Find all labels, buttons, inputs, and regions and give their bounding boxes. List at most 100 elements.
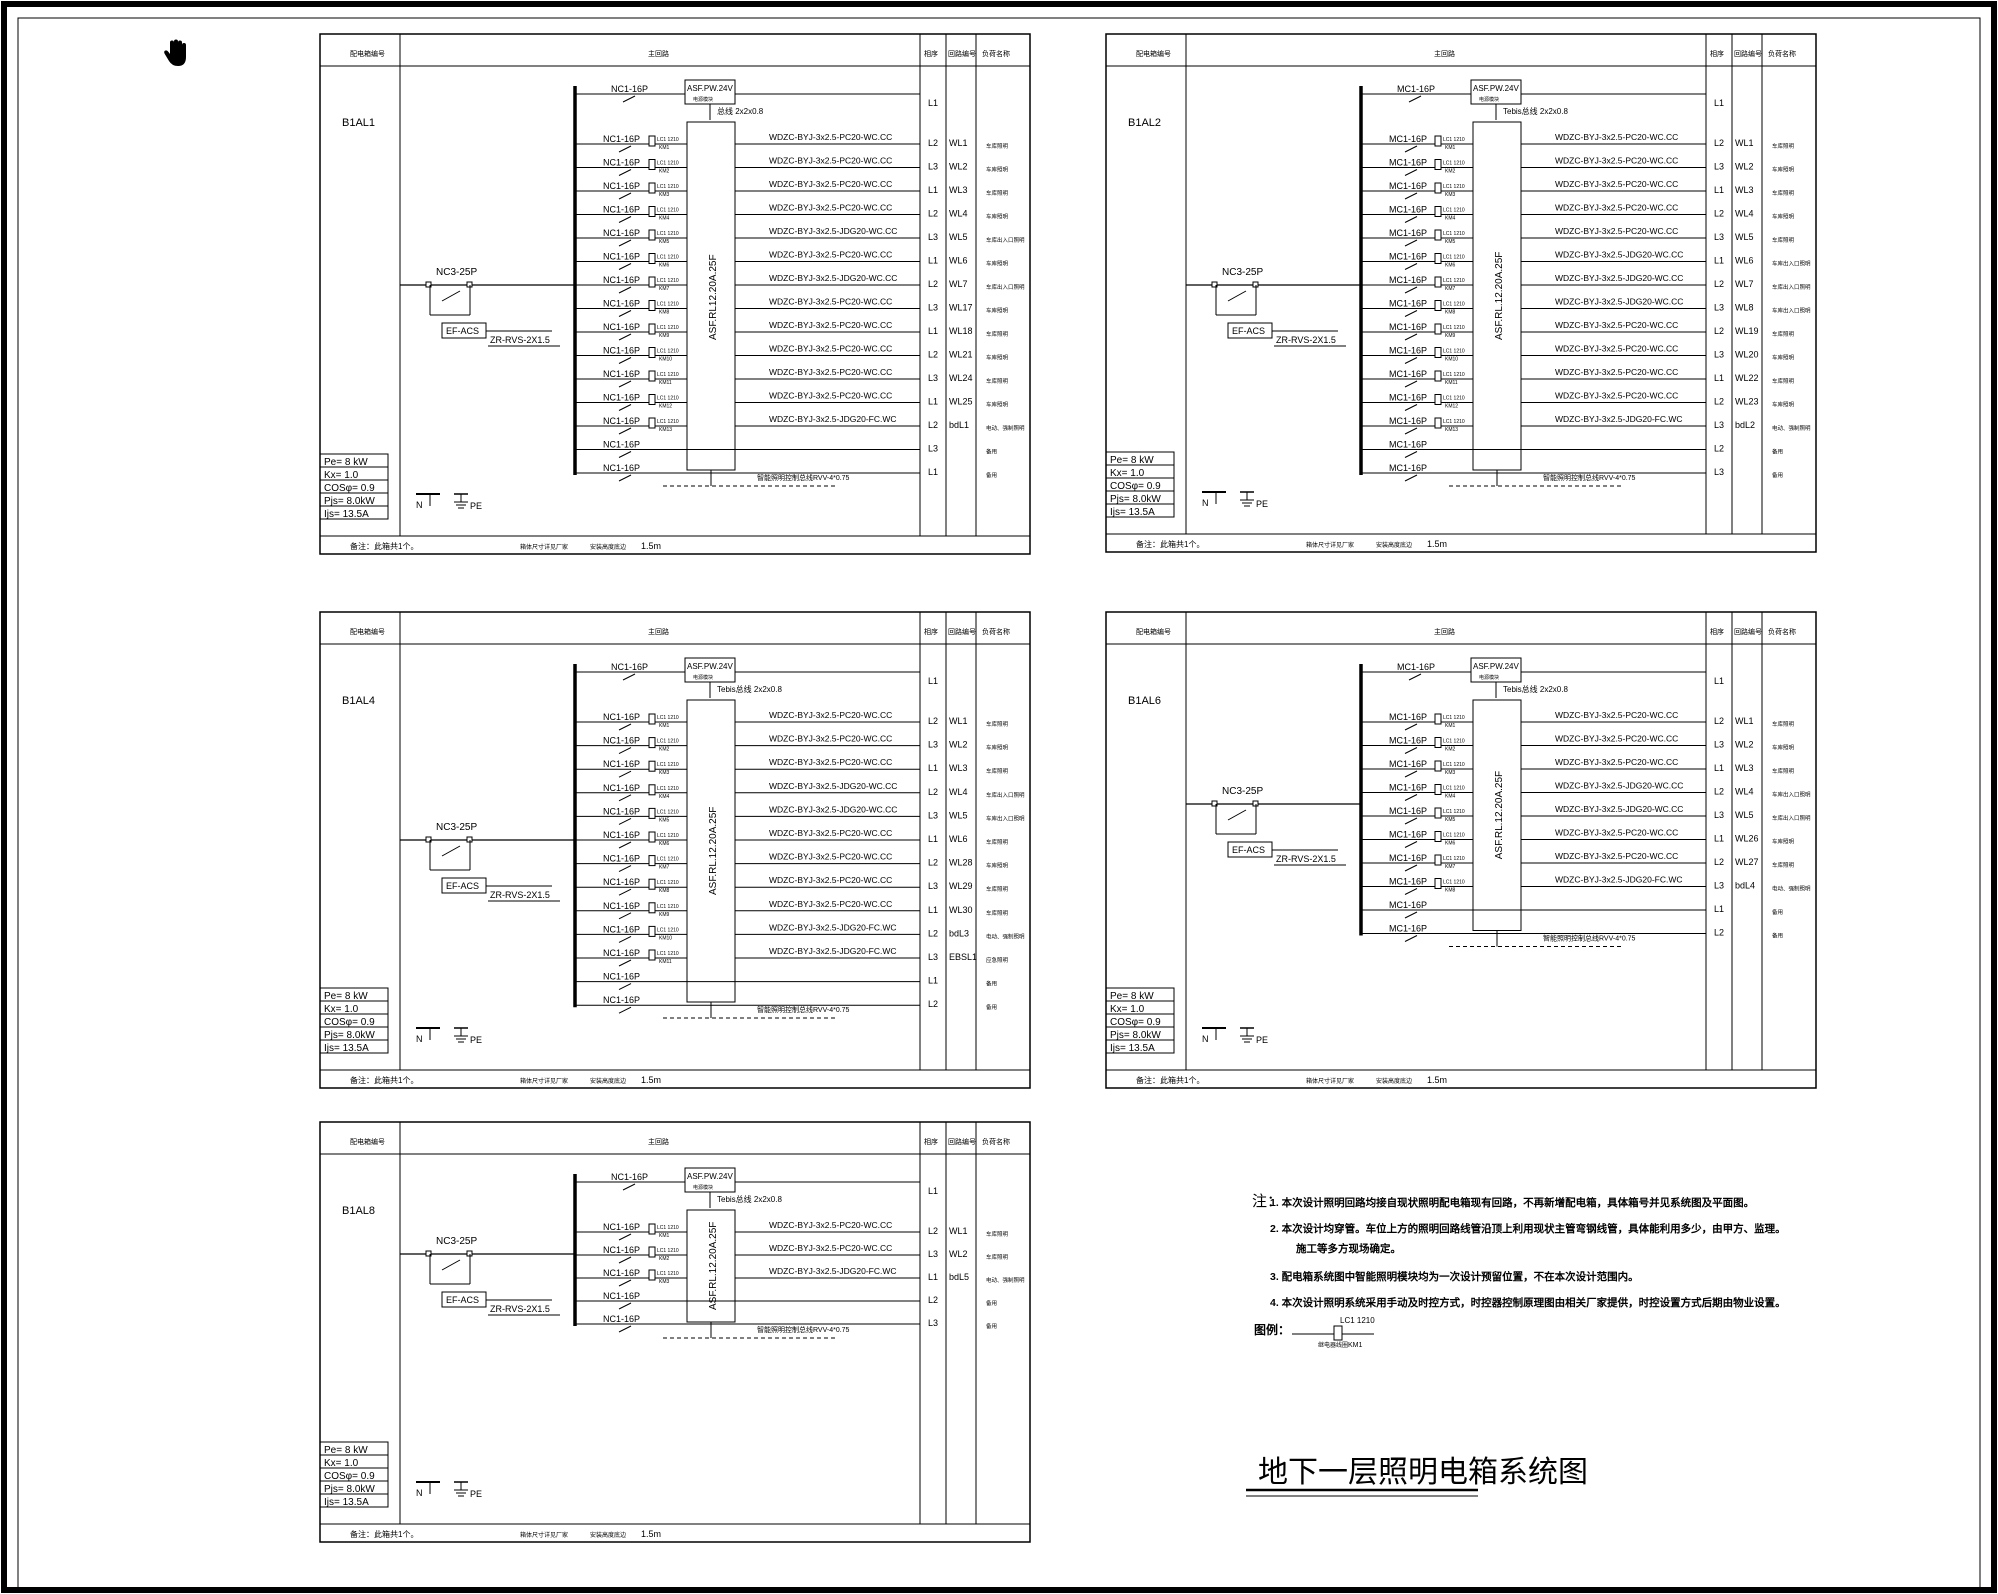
circuit-breaker-label: NC1-16P bbox=[603, 275, 640, 285]
circuit-breaker-label: MC1-16P bbox=[1389, 181, 1427, 191]
relay-km: KM7 bbox=[659, 865, 670, 871]
circuit-breaker-label: NC1-16P bbox=[603, 1314, 640, 1324]
circuit-phase: L1 bbox=[1714, 373, 1724, 383]
circuit-phase: L2 bbox=[928, 858, 938, 868]
control-cable-label: ZR-RVS-2X1.5 bbox=[490, 890, 550, 900]
param-kx: Kx= 1.0 bbox=[324, 1004, 359, 1015]
circuit-breaker-label: MC1-16P bbox=[1389, 877, 1427, 887]
circuit-load: 车库出入口照明 bbox=[1772, 307, 1811, 315]
breaker-blade bbox=[1404, 310, 1418, 317]
incoming-breaker-label: NC3-25P bbox=[436, 267, 477, 278]
power-module-sub: 电源模块 bbox=[693, 96, 713, 103]
circuit-code: WL4 bbox=[1735, 787, 1754, 797]
relay-km: KM1 bbox=[659, 1233, 670, 1239]
relay-label: LC1 1210 bbox=[657, 904, 679, 910]
breaker-blade bbox=[1404, 911, 1418, 919]
breaker-blade bbox=[1404, 817, 1418, 825]
control-bus-label: Tebis总线 2x2x0.8 bbox=[717, 1194, 782, 1204]
relay-km: KM3 bbox=[659, 1279, 670, 1285]
relay-km: KM1 bbox=[659, 145, 670, 151]
inner-frame bbox=[17, 17, 1981, 1589]
circuit-cable-label: WDZC-BYJ-3x2.5-JDG20-FC.WC bbox=[769, 922, 897, 932]
breaker-blade bbox=[618, 935, 632, 943]
circuit-load: 车库照明 bbox=[986, 885, 1009, 893]
relay-contact bbox=[648, 760, 656, 772]
param-ijs: Ijs= 13.5A bbox=[1110, 507, 1155, 518]
circuit-breaker-label: NC1-16P bbox=[603, 463, 640, 473]
circuit-code: WL29 bbox=[949, 881, 973, 891]
circuit-code: WL24 bbox=[949, 373, 973, 383]
circuit-breaker-label: MC1-16P bbox=[1389, 228, 1427, 238]
relay-label: LC1 1210 bbox=[1443, 880, 1465, 886]
top-phase: L1 bbox=[928, 98, 938, 108]
circuit-breaker-label: MC1-16P bbox=[1389, 369, 1427, 379]
circuit-cable-label: WDZC-BYJ-3x2.5-JDG20-WC.CC bbox=[1555, 804, 1683, 814]
top-breaker-label: NC1-16P bbox=[611, 1172, 648, 1182]
footer-install-height-value: 1.5m bbox=[1427, 539, 1447, 549]
circuit-cable-label: WDZC-BYJ-3x2.5-PC20-WC.CC bbox=[769, 852, 892, 862]
header-main-circuit: 主回路 bbox=[1434, 49, 1455, 58]
header-load-name: 负荷名称 bbox=[982, 1137, 1010, 1146]
circuit-phase: L3 bbox=[928, 1249, 938, 1259]
circuit-cable-label: WDZC-BYJ-3x2.5-JDG20-FC.WC bbox=[1555, 414, 1683, 424]
circuit-cable-label: WDZC-BYJ-3x2.5-JDG20-FC.WC bbox=[769, 414, 897, 424]
power-module-box bbox=[684, 1167, 736, 1193]
footer-install-height-value: 1.5m bbox=[641, 1075, 661, 1085]
circuit-cable-label: WDZC-BYJ-3x2.5-PC20-WC.CC bbox=[769, 875, 892, 885]
header-phase: 相序 bbox=[924, 627, 938, 636]
pe-label: PE bbox=[470, 1489, 482, 1499]
relay-label: LC1 1210 bbox=[657, 372, 679, 378]
circuit-code: WL5 bbox=[1735, 232, 1754, 242]
footer-note: 备注：此箱共1个。 bbox=[1136, 539, 1204, 549]
circuit-load: 备用 bbox=[986, 448, 997, 456]
relay-label: LC1 1210 bbox=[1443, 856, 1465, 862]
relay-km: KM7 bbox=[1445, 286, 1456, 292]
breaker-blade bbox=[1404, 888, 1418, 895]
header-phase: 相序 bbox=[924, 49, 938, 58]
circuit-load: 车库照明 bbox=[1772, 744, 1795, 752]
footer-install-height-value: 1.5m bbox=[641, 1529, 661, 1539]
relay-contact bbox=[648, 229, 656, 241]
circuit-load: 车库照明 bbox=[986, 909, 1009, 917]
circuit-cable-label: WDZC-BYJ-3x2.5-JDG20-FC.WC bbox=[769, 1266, 897, 1276]
circuit-breaker-label: MC1-16P bbox=[1389, 712, 1427, 722]
breaker-blade bbox=[618, 474, 632, 482]
relay-contact bbox=[648, 276, 656, 288]
relay-contact bbox=[1434, 737, 1442, 748]
header-box-no: 配电箱编号 bbox=[1136, 49, 1171, 58]
circuit-code: WL7 bbox=[1735, 279, 1754, 289]
header-load-name: 负荷名称 bbox=[982, 49, 1010, 58]
circuit-cable-label: WDZC-BYJ-3x2.5-JDG20-WC.CC bbox=[1555, 273, 1683, 283]
circuit-breaker-label: MC1-16P bbox=[1389, 924, 1427, 934]
circuit-code: WL8 bbox=[1735, 303, 1754, 313]
neutral-label: N bbox=[1202, 1034, 1209, 1044]
circuit-phase: L3 bbox=[1714, 232, 1724, 242]
breaker-blade bbox=[1404, 333, 1418, 341]
circuit-phase: L1 bbox=[928, 976, 938, 986]
control-bus-label: Tebis总线 2x2x0.8 bbox=[1503, 106, 1568, 116]
circuit-phase: L2 bbox=[1714, 444, 1724, 454]
relay-contact bbox=[1434, 182, 1442, 194]
circuit-breaker-label: NC1-16P bbox=[603, 158, 640, 168]
switch-blade bbox=[1227, 809, 1247, 821]
circuit-load: 备用 bbox=[1772, 471, 1783, 479]
relay-km: KM8 bbox=[659, 888, 670, 894]
circuit-cable-label: WDZC-BYJ-3x2.5-JDG20-WC.CC bbox=[1555, 781, 1683, 791]
relay-label: LC1 1210 bbox=[1443, 419, 1465, 425]
hand-pan-icon[interactable] bbox=[164, 39, 186, 67]
relay-contact bbox=[1434, 784, 1442, 795]
panel-id: B1AL1 bbox=[342, 117, 375, 129]
circuit-load: 电动、强制照明 bbox=[1772, 424, 1811, 432]
footer-note: 备注：此箱共1个。 bbox=[350, 541, 418, 551]
circuit-breaker-label: MC1-16P bbox=[1389, 900, 1427, 910]
